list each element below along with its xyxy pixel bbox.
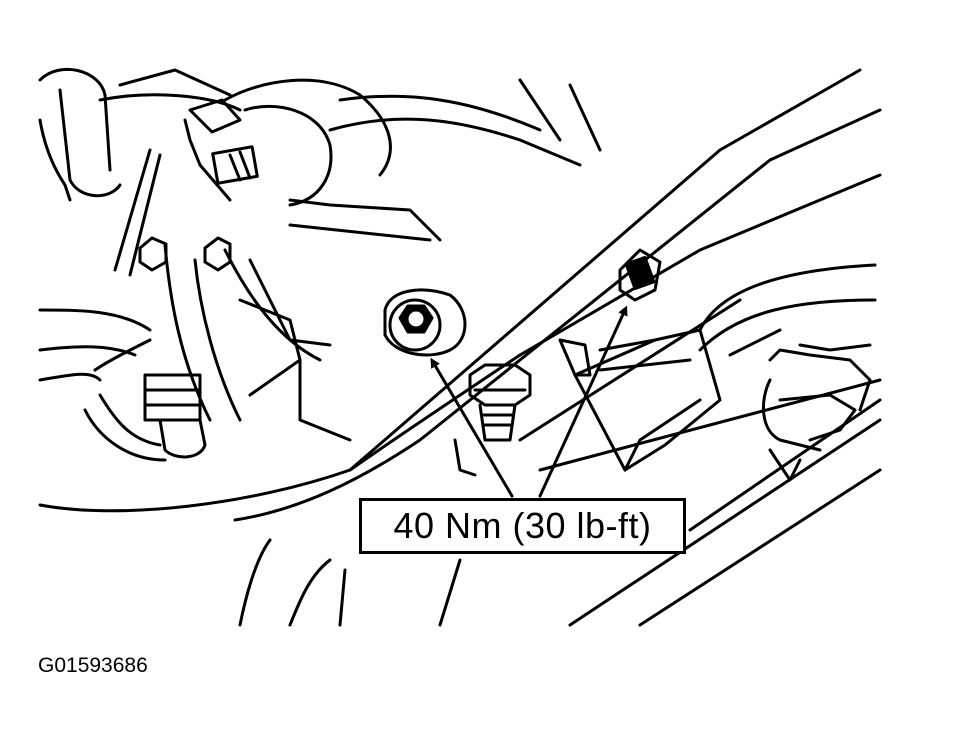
fitting-nut	[143, 373, 207, 459]
right-nut	[618, 248, 662, 302]
nut-icon	[398, 304, 434, 334]
figure-id: G01593686	[38, 654, 148, 677]
upper-hoses	[38, 67, 602, 277]
arrow-icon	[538, 305, 628, 498]
right-hose	[698, 263, 877, 357]
upper-bolts	[138, 98, 259, 272]
arrow-icon	[430, 357, 514, 498]
sensor-bolt	[453, 363, 532, 477]
lower-hose	[38, 308, 167, 462]
callout-arrows	[430, 305, 628, 498]
frame-rail	[38, 68, 882, 522]
bolt-icon	[138, 236, 232, 272]
lower-channels	[238, 173, 882, 627]
manifold-block	[163, 198, 442, 442]
main-bolt	[383, 288, 467, 357]
bolt-icon	[188, 98, 259, 185]
right-bracket	[558, 328, 722, 472]
torque-spec-callout: 40 Nm (30 lb-ft)	[359, 498, 686, 554]
